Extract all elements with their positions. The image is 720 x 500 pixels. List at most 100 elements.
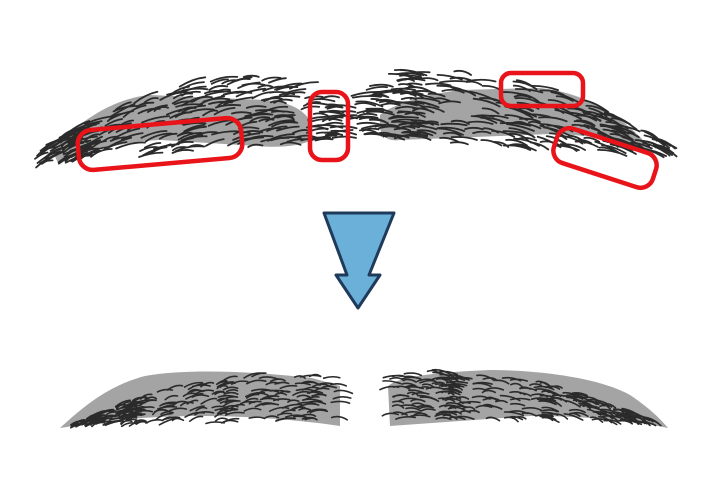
hair-stroke xyxy=(435,416,452,421)
hair-stroke xyxy=(232,132,261,141)
hair-stroke xyxy=(525,113,551,118)
hair-stroke xyxy=(86,413,103,420)
hair-stroke xyxy=(177,87,209,93)
hair-stroke xyxy=(301,416,317,420)
hair-stroke xyxy=(401,382,416,387)
hair-stroke xyxy=(376,90,405,96)
hair-stroke xyxy=(183,124,206,133)
hair-stroke xyxy=(180,133,204,142)
hair-stroke xyxy=(459,410,471,414)
hair-stroke xyxy=(595,113,619,120)
hair-stroke xyxy=(74,120,103,131)
hair-stroke xyxy=(509,410,529,415)
hair-stroke xyxy=(221,375,238,382)
hair-stroke xyxy=(426,369,440,374)
hair-stroke xyxy=(204,90,225,95)
hair-stroke xyxy=(229,90,253,94)
hair-stroke xyxy=(324,129,354,136)
hair-stroke xyxy=(441,411,458,416)
hair-stroke xyxy=(69,141,99,154)
hair-stroke xyxy=(485,396,498,402)
hair-stroke xyxy=(509,391,526,396)
hair-stroke xyxy=(645,417,662,427)
hair-stroke xyxy=(312,112,329,117)
hair-stroke xyxy=(249,116,271,123)
hair-stroke xyxy=(582,404,600,409)
hair-stroke xyxy=(258,118,275,122)
hair-stroke xyxy=(412,107,435,114)
hair-stroke xyxy=(89,416,105,425)
hair-stroke xyxy=(133,419,147,423)
hair-stroke xyxy=(279,384,298,390)
hair-stroke xyxy=(574,106,601,122)
hair-stroke xyxy=(572,396,592,402)
hair-stroke xyxy=(202,109,219,117)
hair-stroke xyxy=(223,391,239,395)
hair-stroke xyxy=(287,399,300,403)
hair-stroke xyxy=(517,107,535,112)
hair-stroke xyxy=(597,132,625,144)
hair-stroke xyxy=(436,126,466,132)
hair-stroke xyxy=(403,378,417,383)
hair-stroke xyxy=(495,379,510,385)
hair-stroke xyxy=(226,76,253,86)
hair-stroke xyxy=(491,130,516,138)
hair-stroke xyxy=(182,81,205,90)
hair-stroke xyxy=(449,76,473,82)
hair-stroke xyxy=(216,397,229,402)
hair-stroke xyxy=(508,132,529,142)
hair-stroke xyxy=(40,141,61,155)
hair-stroke xyxy=(311,117,343,122)
hair-stroke xyxy=(351,95,382,99)
hair-stroke xyxy=(359,128,379,134)
hair-stroke xyxy=(439,80,471,84)
hair-stroke xyxy=(583,112,613,123)
hair-stroke xyxy=(245,393,260,399)
hair-stroke xyxy=(270,100,287,105)
hair-stroke xyxy=(104,411,118,417)
hair-stroke xyxy=(555,95,574,102)
hair-stroke xyxy=(411,402,427,407)
hair-stroke xyxy=(442,131,462,137)
hair-stroke xyxy=(192,95,213,103)
hair-stroke xyxy=(243,74,260,78)
stray-hair-markers xyxy=(75,70,659,191)
hair-stroke xyxy=(397,110,426,118)
hair-stroke xyxy=(271,110,295,114)
hair-stroke xyxy=(450,119,470,125)
hair-stroke xyxy=(538,116,568,123)
hair-stroke xyxy=(434,383,454,389)
right-brow-after-hairs xyxy=(379,368,662,427)
hair-stroke xyxy=(563,413,584,421)
hair-stroke xyxy=(392,385,411,390)
hair-stroke xyxy=(66,128,83,139)
hair-stroke xyxy=(544,385,561,390)
hair-stroke xyxy=(441,88,465,94)
hair-stroke xyxy=(550,91,581,104)
hair-stroke xyxy=(502,130,534,137)
hair-stroke xyxy=(267,395,280,399)
hair-stroke xyxy=(161,402,176,406)
hair-stroke xyxy=(91,410,106,417)
hair-stroke xyxy=(141,115,171,124)
hair-stroke xyxy=(399,74,423,78)
hair-stroke xyxy=(392,411,408,416)
hair-stroke xyxy=(513,137,540,147)
hair-stroke xyxy=(266,125,288,132)
hair-stroke xyxy=(482,403,495,408)
hair-stroke xyxy=(318,110,346,116)
hair-stroke xyxy=(603,419,622,425)
hair-stroke xyxy=(509,397,531,401)
left-brow-before-hairs xyxy=(34,74,359,169)
hair-stroke xyxy=(388,115,406,120)
hair-stroke xyxy=(114,101,132,111)
hair-stroke xyxy=(262,402,280,406)
hair-stroke xyxy=(529,383,543,387)
hair-stroke xyxy=(406,391,419,396)
hair-stroke xyxy=(213,88,231,94)
hair-stroke xyxy=(481,114,509,119)
hair-stroke xyxy=(124,410,142,418)
hair-stroke xyxy=(149,143,172,155)
hair-stroke xyxy=(122,104,147,118)
